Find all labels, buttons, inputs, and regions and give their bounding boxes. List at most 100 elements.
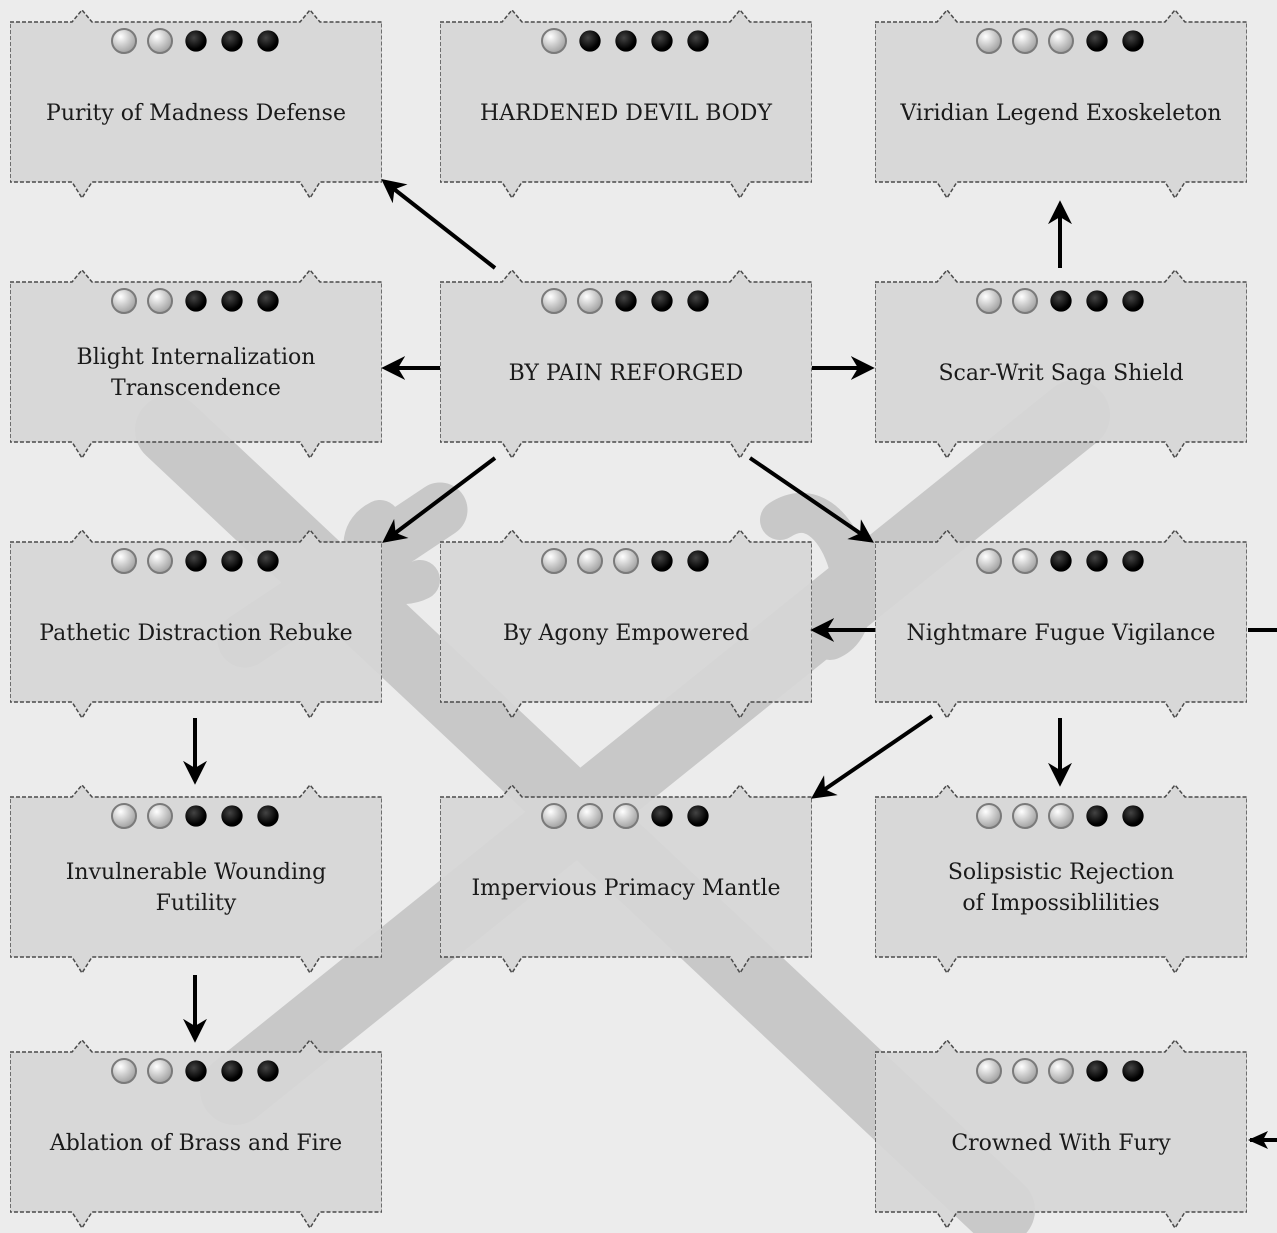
arrow-pain-to-purity [381, 179, 497, 270]
essence-dots [875, 1058, 1247, 1084]
empty-dot-icon [577, 548, 603, 574]
filled-dot-icon [221, 1060, 243, 1082]
charm-node-solipsistic[interactable]: Solipsistic Rejection of Impossiblilitie… [875, 785, 1247, 975]
charm-plate [440, 10, 812, 200]
essence-dots [10, 28, 382, 54]
filled-dot-icon [257, 1060, 279, 1082]
charm-node-purity[interactable]: Purity of Madness Defense [10, 10, 382, 200]
essence-dots [440, 288, 812, 314]
essence-dots [10, 288, 382, 314]
empty-dot-icon [111, 548, 137, 574]
charm-title: Solipsistic Rejection of Impossiblilitie… [947, 860, 1175, 916]
empty-dot-icon [976, 548, 1002, 574]
filled-dot-icon [185, 290, 207, 312]
arrow-nightmare-to-impervious [811, 714, 934, 799]
filled-dot-icon [1086, 805, 1108, 827]
empty-dot-icon [1012, 288, 1038, 314]
essence-dots [875, 803, 1247, 829]
charm-plate [10, 10, 382, 200]
filled-dot-icon [687, 805, 709, 827]
charm-node-viridian[interactable]: Viridian Legend Exoskeleton [875, 10, 1247, 200]
empty-dot-icon [147, 1058, 173, 1084]
essence-dots [10, 1058, 382, 1084]
charm-plate [875, 10, 1247, 200]
charm-node-pathetic[interactable]: Pathetic Distraction Rebuke [10, 530, 382, 720]
empty-dot-icon [577, 288, 603, 314]
charm-node-agony[interactable]: By Agony Empowered [440, 530, 812, 720]
charm-title: Scar-Writ Saga Shield [938, 360, 1184, 386]
charm-node-pain[interactable]: BY PAIN REFORGED [440, 270, 812, 460]
charm-title: Purity of Madness Defense [46, 100, 346, 126]
charm-title: BY PAIN REFORGED [508, 360, 744, 386]
filled-dot-icon [221, 805, 243, 827]
filled-dot-icon [221, 290, 243, 312]
empty-dot-icon [976, 28, 1002, 54]
charm-plate [875, 270, 1247, 460]
filled-dot-icon [1086, 290, 1108, 312]
empty-dot-icon [1048, 1058, 1074, 1084]
filled-dot-icon [687, 290, 709, 312]
filled-dot-icon [1050, 290, 1072, 312]
arrow-nightmare-to-crowned [1248, 628, 1277, 1142]
filled-dot-icon [1086, 30, 1108, 52]
filled-dot-icon [579, 30, 601, 52]
empty-dot-icon [147, 548, 173, 574]
charm-title: Invulnerable Wounding Futility [65, 860, 327, 916]
charm-node-blight[interactable]: Blight Internalization Transcendence [10, 270, 382, 460]
charm-title: Blight Internalization Transcendence [76, 345, 316, 401]
essence-dots [875, 548, 1247, 574]
charm-plate [875, 1040, 1247, 1230]
charm-plate [440, 270, 812, 460]
filled-dot-icon [1122, 1060, 1144, 1082]
empty-dot-icon [976, 803, 1002, 829]
charm-title: Impervious Primacy Mantle [471, 875, 781, 901]
filled-dot-icon [651, 550, 673, 572]
filled-dot-icon [687, 30, 709, 52]
arrow-pain-to-pathetic [382, 456, 497, 543]
essence-dots [875, 288, 1247, 314]
arrowhead-icon [1248, 1131, 1268, 1149]
filled-dot-icon [257, 290, 279, 312]
charm-title: HARDENED DEVIL BODY [480, 100, 772, 126]
filled-dot-icon [1086, 1060, 1108, 1082]
charm-plate [10, 530, 382, 720]
charm-plate [440, 530, 812, 720]
empty-dot-icon [1012, 803, 1038, 829]
empty-dot-icon [541, 548, 567, 574]
empty-dot-icon [147, 28, 173, 54]
charm-node-crowned[interactable]: Crowned With Fury [875, 1040, 1247, 1230]
empty-dot-icon [541, 28, 567, 54]
filled-dot-icon [221, 550, 243, 572]
charm-plate [440, 785, 812, 975]
essence-dots [440, 803, 812, 829]
charm-title: Crowned With Fury [951, 1130, 1171, 1156]
charm-node-nightmare[interactable]: Nightmare Fugue Vigilance [875, 530, 1247, 720]
empty-dot-icon [577, 803, 603, 829]
filled-dot-icon [257, 805, 279, 827]
filled-dot-icon [257, 550, 279, 572]
essence-dots [875, 28, 1247, 54]
charm-plate [10, 1040, 382, 1230]
essence-dots [10, 548, 382, 574]
essence-dots [440, 28, 812, 54]
charm-title: Viridian Legend Exoskeleton [900, 100, 1222, 126]
charm-node-invulnerable[interactable]: Invulnerable Wounding Futility [10, 785, 382, 975]
empty-dot-icon [147, 288, 173, 314]
filled-dot-icon [185, 30, 207, 52]
charm-plate [875, 785, 1247, 975]
charm-node-impervious[interactable]: Impervious Primacy Mantle [440, 785, 812, 975]
empty-dot-icon [976, 1058, 1002, 1084]
empty-dot-icon [111, 28, 137, 54]
charm-plate [10, 270, 382, 460]
charm-node-ablation[interactable]: Ablation of Brass and Fire [10, 1040, 382, 1230]
charm-title: Nightmare Fugue Vigilance [906, 620, 1216, 646]
filled-dot-icon [221, 30, 243, 52]
arrow-pain-to-nightmare [748, 456, 874, 543]
empty-dot-icon [541, 803, 567, 829]
charm-node-hardened[interactable]: HARDENED DEVIL BODY [440, 10, 812, 200]
empty-dot-icon [541, 288, 567, 314]
essence-dots [440, 548, 812, 574]
charm-node-scar[interactable]: Scar-Writ Saga Shield [875, 270, 1247, 460]
